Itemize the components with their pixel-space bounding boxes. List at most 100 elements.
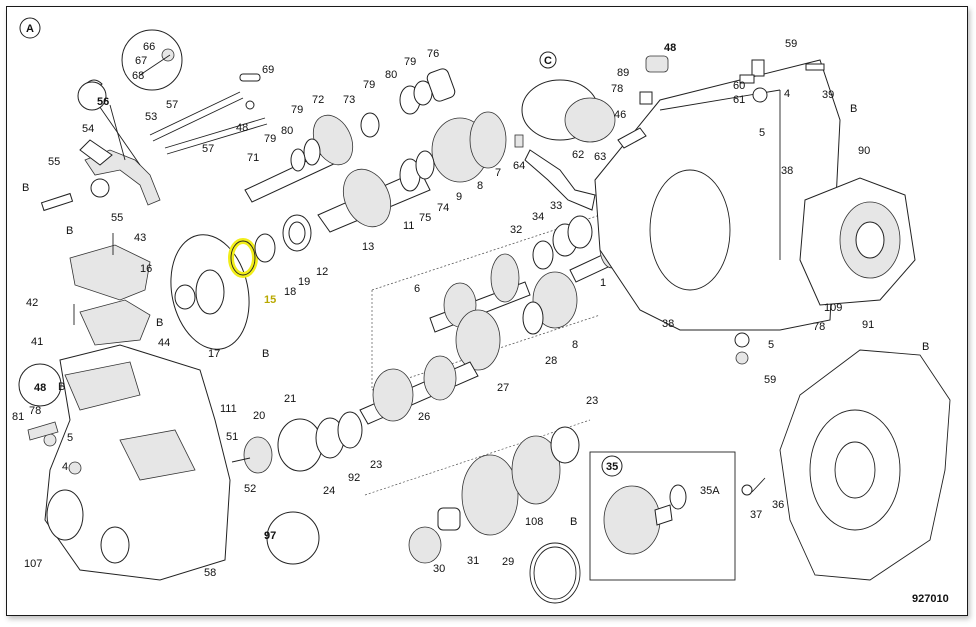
label-43: 43 xyxy=(134,232,146,244)
label-73: 73 xyxy=(343,94,355,106)
label-61: 61 xyxy=(733,94,745,106)
label-b: B xyxy=(22,182,29,194)
label-80: 80 xyxy=(385,69,397,81)
label-79: 79 xyxy=(291,104,303,116)
label-35a: 35A xyxy=(700,485,720,497)
label-60: 60 xyxy=(733,80,745,92)
label-78: 78 xyxy=(813,321,825,333)
label-b: B xyxy=(262,348,269,360)
label-59: 59 xyxy=(764,374,776,386)
label-46: 46 xyxy=(614,109,626,121)
detail-circle-97 xyxy=(266,511,320,565)
label-68: 68 xyxy=(132,70,144,82)
label-5: 5 xyxy=(67,432,73,444)
label-20: 20 xyxy=(253,410,265,422)
label-54: 54 xyxy=(82,123,94,135)
label-58: 58 xyxy=(204,567,216,579)
label-8: 8 xyxy=(477,180,483,192)
label-90: 90 xyxy=(858,145,870,157)
label-59: 59 xyxy=(785,38,797,50)
label-57: 57 xyxy=(202,143,214,155)
label-7: 7 xyxy=(495,167,501,179)
label-12: 12 xyxy=(316,266,328,278)
shaft-26-group xyxy=(359,355,479,425)
detail-box-35 xyxy=(589,451,736,581)
label-1: 1 xyxy=(600,277,606,289)
label-78: 78 xyxy=(29,405,41,417)
label-79: 79 xyxy=(404,56,416,68)
label-27: 27 xyxy=(497,382,509,394)
label-23: 23 xyxy=(586,395,598,407)
section-letter: A xyxy=(26,23,34,35)
label-109: 109 xyxy=(824,302,842,314)
label-b: B xyxy=(922,341,929,353)
label-48: 48 xyxy=(236,122,248,134)
label-c: C xyxy=(544,55,552,67)
label-32: 32 xyxy=(510,224,522,236)
label-23: 23 xyxy=(370,459,382,471)
label-9: 9 xyxy=(456,191,462,203)
label-63: 63 xyxy=(594,151,606,163)
mainshaft-71-group xyxy=(244,68,456,203)
label-38: 38 xyxy=(662,318,674,330)
label-b: B xyxy=(850,103,857,115)
label-17: 17 xyxy=(208,348,220,360)
label-33: 33 xyxy=(550,200,562,212)
label-28: 28 xyxy=(545,355,557,367)
cover-20-21 xyxy=(231,411,363,474)
label-107: 107 xyxy=(24,558,42,570)
label-97: 97 xyxy=(264,530,276,542)
label-6: 6 xyxy=(414,283,420,295)
label-16: 16 xyxy=(140,263,152,275)
label-29: 29 xyxy=(502,556,514,568)
label-8: 8 xyxy=(572,339,578,351)
label-81: 81 xyxy=(12,411,24,423)
label-4: 4 xyxy=(784,88,790,100)
label-21: 21 xyxy=(284,393,296,405)
label-51: 51 xyxy=(226,431,238,443)
label-66: 66 xyxy=(143,41,155,53)
bracket-43-42 xyxy=(69,233,151,346)
detail-35-parts xyxy=(603,484,687,555)
gearbox-case-left xyxy=(18,344,231,581)
disc-17-group xyxy=(170,214,312,350)
shift-rail-group xyxy=(40,73,268,212)
label-67: 67 xyxy=(135,55,147,67)
label-13: 13 xyxy=(362,241,374,253)
label-19: 19 xyxy=(298,276,310,288)
label-89: 89 xyxy=(617,67,629,79)
label-18: 18 xyxy=(284,286,296,298)
label-64: 64 xyxy=(513,160,525,172)
label-36: 36 xyxy=(772,499,784,511)
label-41: 41 xyxy=(31,336,43,348)
label-78: 78 xyxy=(611,83,623,95)
label-39: 39 xyxy=(822,89,834,101)
engine-outline xyxy=(779,349,951,581)
section-badge-a xyxy=(19,17,41,39)
countershaft-6-group xyxy=(429,253,578,371)
label-37: 37 xyxy=(750,509,762,521)
label-24: 24 xyxy=(323,485,335,497)
input-shaft-13-group xyxy=(317,111,507,233)
label-111: 111 xyxy=(220,403,237,415)
label-74: 74 xyxy=(437,202,449,214)
label-5: 5 xyxy=(768,339,774,351)
label-79: 79 xyxy=(264,133,276,145)
callout-labels: 1 4 4 5 5 5 6 7 8 8 9 11 12 13 15 16 17 … xyxy=(12,38,929,579)
label-92: 92 xyxy=(348,472,360,484)
label-55: 55 xyxy=(111,212,123,224)
label-b: B xyxy=(58,381,65,393)
label-52: 52 xyxy=(244,483,256,495)
label-108: 108 xyxy=(525,516,543,528)
label-72: 72 xyxy=(312,94,324,106)
bolt-36-37 xyxy=(741,477,766,496)
label-57: 57 xyxy=(166,99,178,111)
label-76: 76 xyxy=(427,48,439,60)
label-30: 30 xyxy=(433,563,445,575)
label-35: 35 xyxy=(606,461,618,473)
label-31: 31 xyxy=(467,555,479,567)
label-48: 48 xyxy=(34,382,46,394)
label-b: B xyxy=(66,225,73,237)
label-48: 48 xyxy=(664,42,676,54)
label-34: 34 xyxy=(532,211,544,223)
